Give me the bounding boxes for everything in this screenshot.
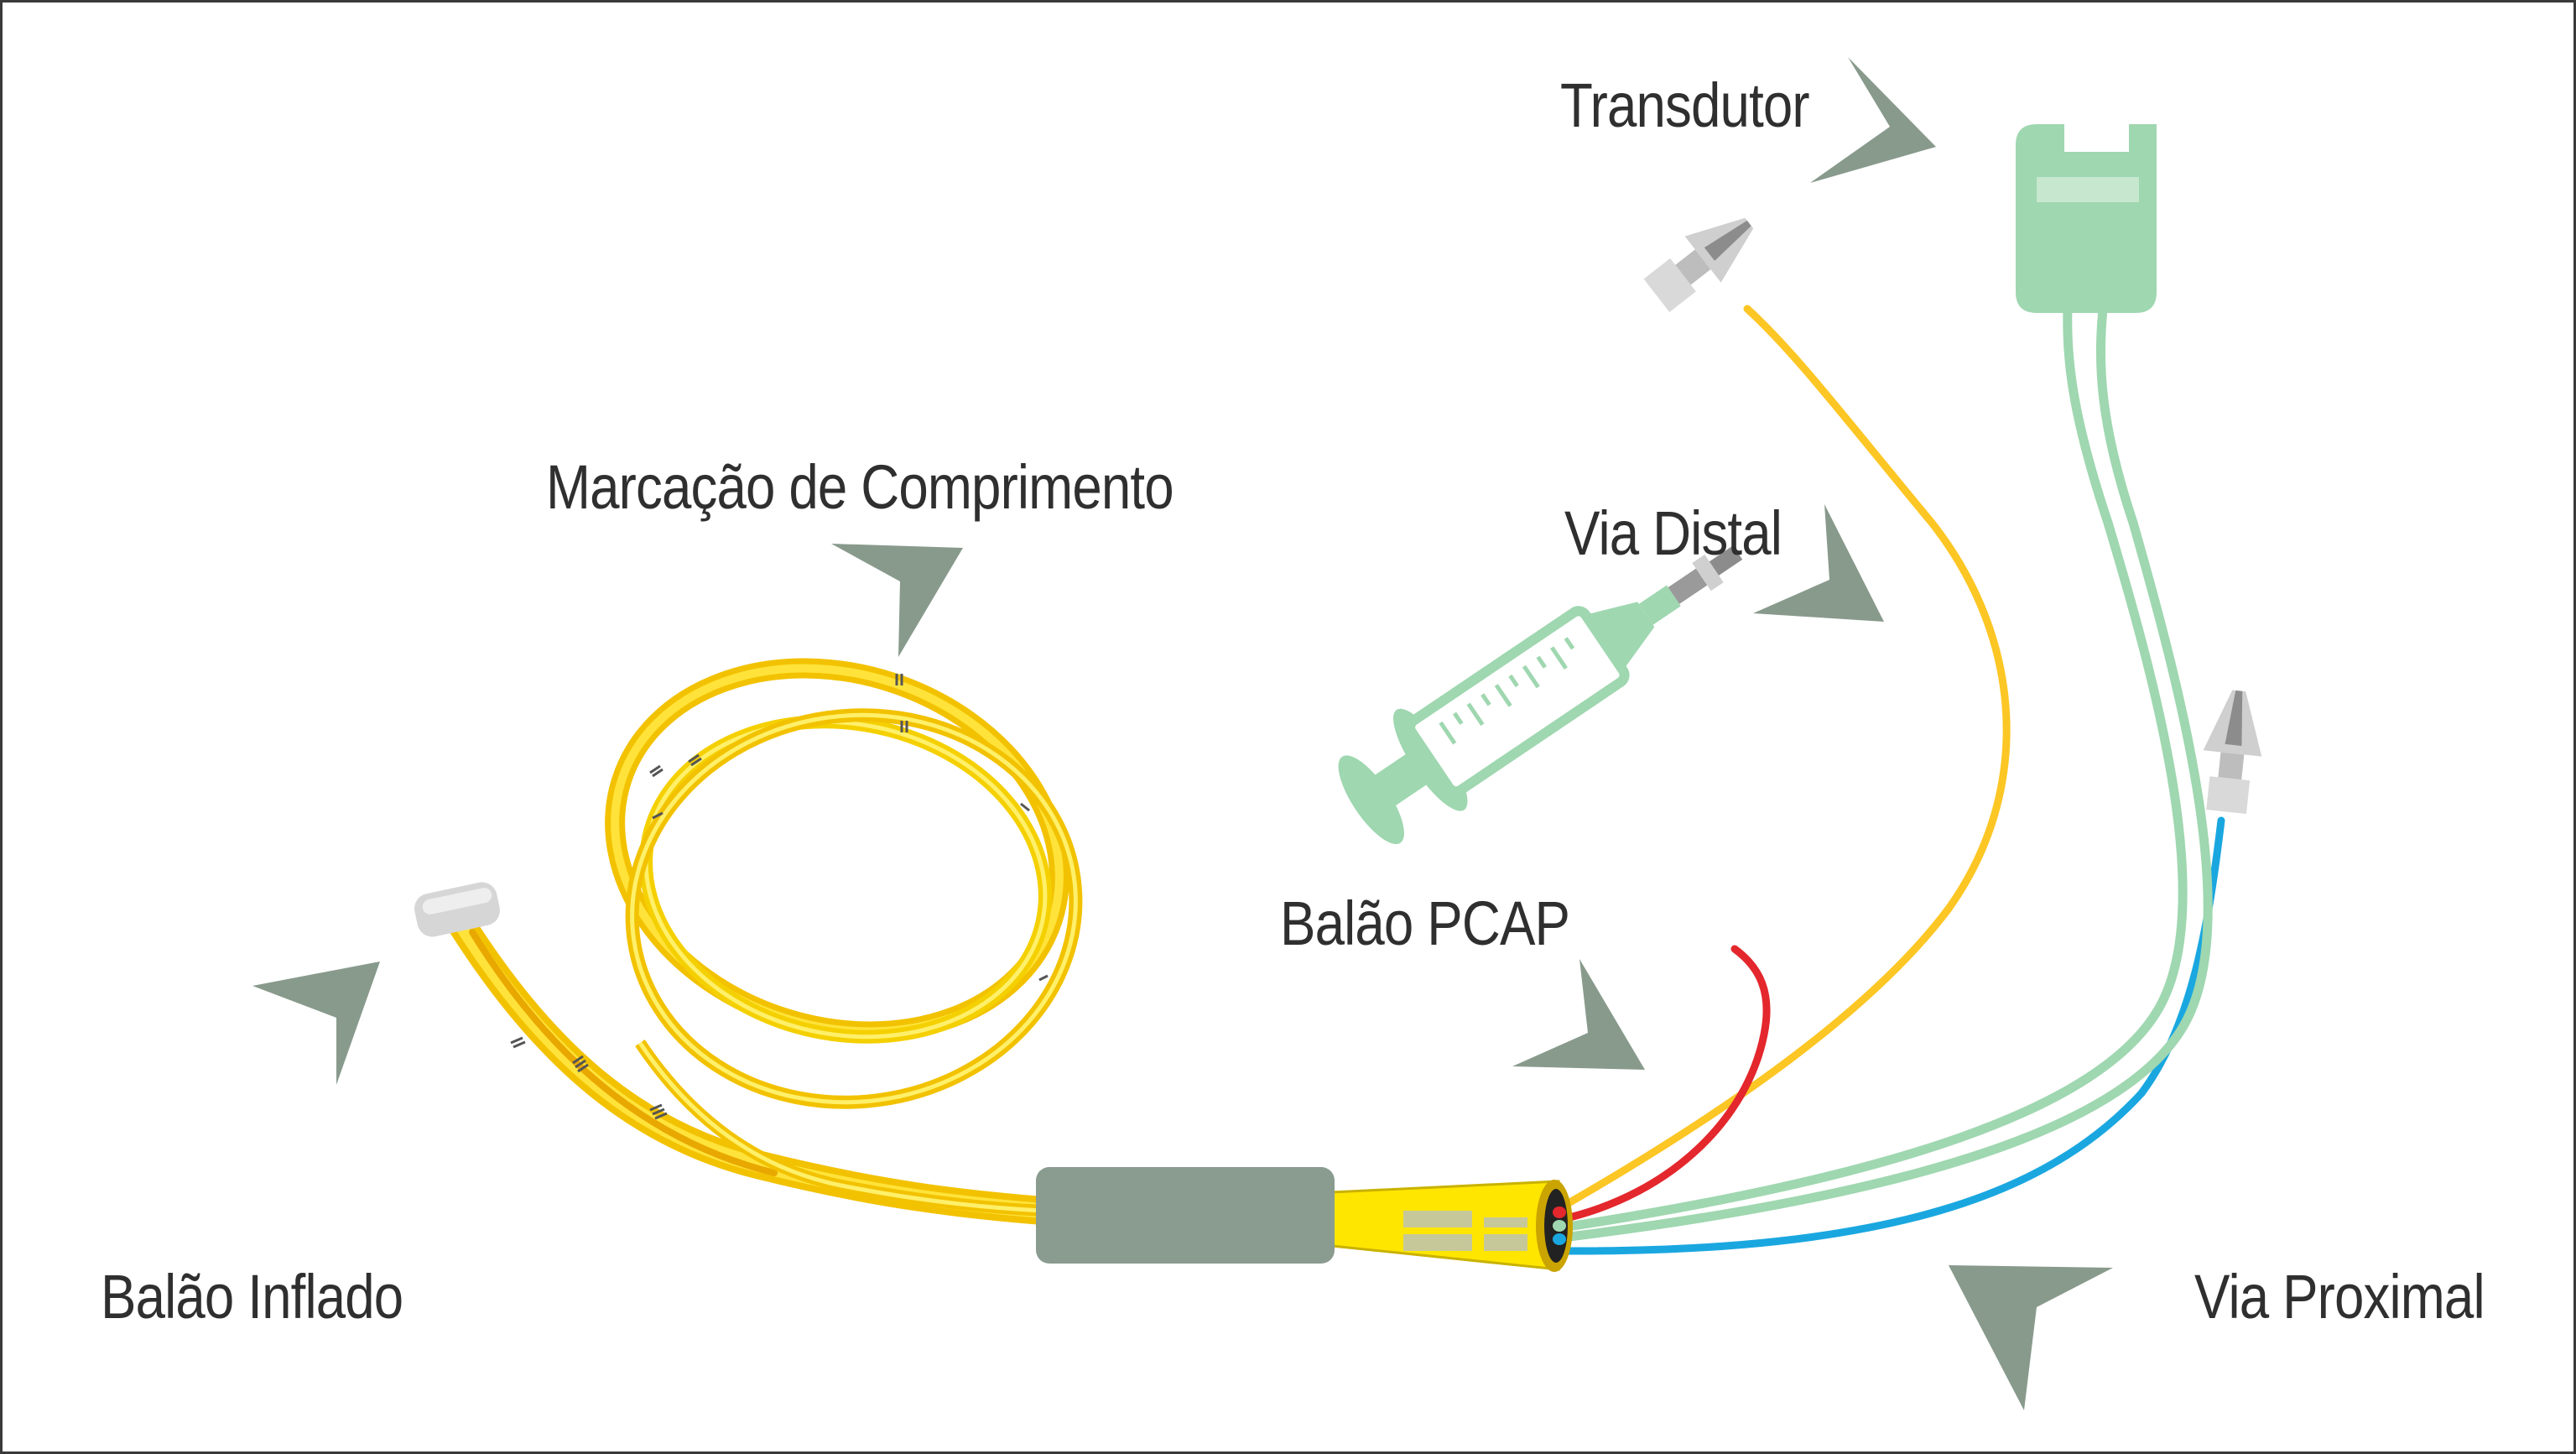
pcap-line xyxy=(1559,945,1771,1223)
arrow-balao-inflado xyxy=(252,962,380,1085)
transducer-bag xyxy=(2016,124,2157,313)
label-via-distal: Via Distal xyxy=(1564,498,1782,568)
catheter-diagram xyxy=(252,57,2262,1410)
lumen-lines xyxy=(1558,304,2225,1255)
pointer-arrows xyxy=(252,57,2113,1410)
distal-line xyxy=(1559,305,2011,1211)
distal-connector xyxy=(1643,217,1754,312)
balloon-tip xyxy=(414,882,500,937)
catheter-tail xyxy=(448,911,1057,1225)
label-via-proximal: Via Proximal xyxy=(2194,1262,2485,1332)
arrow-marcacao xyxy=(831,544,963,657)
green-line-inner xyxy=(1558,304,2213,1243)
arrow-via-distal xyxy=(1753,504,1884,622)
proximal-connector xyxy=(2203,690,2262,815)
catheter-coils xyxy=(605,658,1083,1217)
label-marcacao-de-comprimento: Marcação de Comprimento xyxy=(546,452,1174,522)
catheter-hub xyxy=(1036,1167,1573,1272)
label-transdutor: Transdutor xyxy=(1560,70,1810,140)
label-balao-inflado: Balão Inflado xyxy=(101,1262,403,1332)
arrow-balao-pcap xyxy=(1512,959,1645,1070)
arrow-via-proximal xyxy=(1949,1265,2113,1410)
syringe xyxy=(1338,545,1743,845)
label-balao-pcap: Balão PCAP xyxy=(1280,889,1570,958)
length-marks xyxy=(510,674,1049,1120)
green-line-outer xyxy=(1558,304,2188,1233)
proximal-line xyxy=(1559,816,2225,1255)
arrow-transdutor xyxy=(1810,57,1936,183)
